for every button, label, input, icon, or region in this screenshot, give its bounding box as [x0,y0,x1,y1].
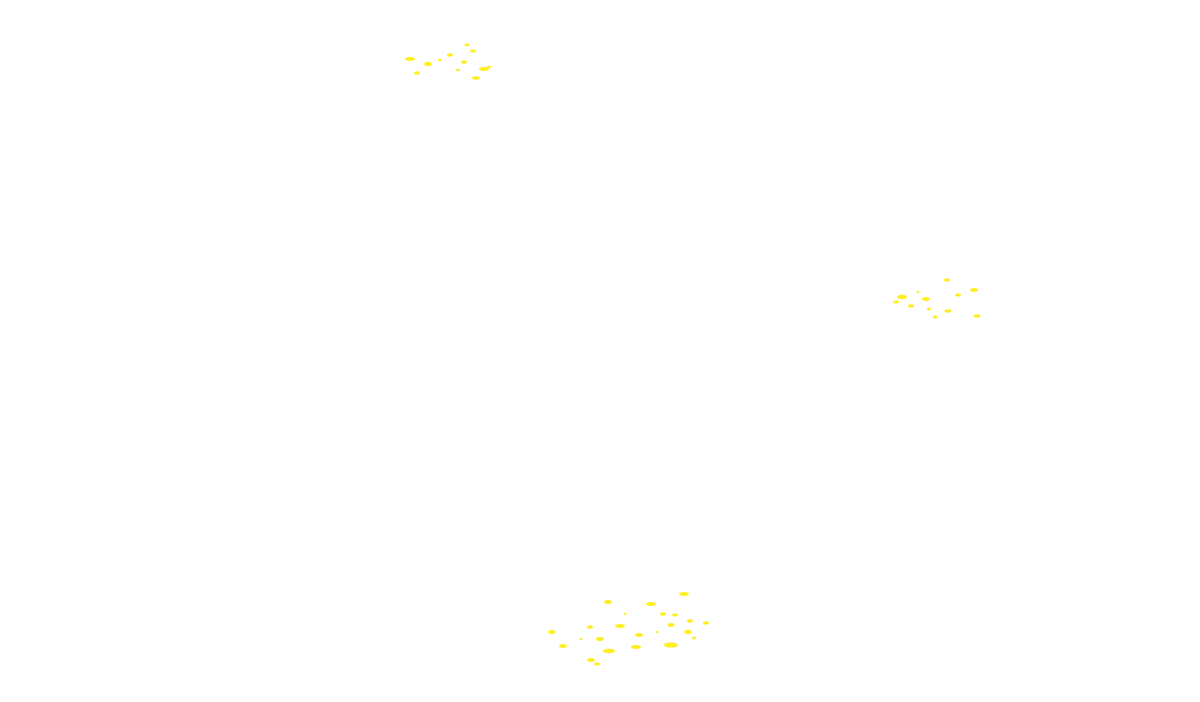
fleck-cluster-bottom [548,592,709,666]
fleck [464,43,470,47]
fleck [955,293,961,297]
fleck [405,57,415,61]
fleck [916,291,920,293]
fleck [594,662,600,666]
fleck [603,648,615,654]
fleck [479,67,489,71]
fleck [623,613,627,615]
fleck [456,68,460,72]
fleck [461,60,467,64]
fleck [646,602,656,606]
fleck [470,49,476,53]
fleck [604,600,612,604]
fleck [672,613,678,617]
fleck [944,278,950,282]
fleck [970,288,978,292]
fleck [922,297,930,301]
fleck-cluster-top-left [405,43,491,80]
fleck [687,619,693,623]
fleck [660,612,666,616]
fleck [559,644,567,648]
fleck [447,53,453,57]
fleck [596,637,604,641]
fleck [487,65,491,69]
fleck [587,625,593,629]
fleck [414,71,420,75]
fleck [692,636,696,640]
fleck [438,58,442,62]
fleck [932,315,938,319]
fleck [655,631,659,633]
fleck [631,645,641,649]
fleck [615,624,625,628]
fleck [587,658,595,662]
fleck [667,623,675,627]
fleck [973,314,981,318]
fleck [944,309,952,313]
fleck [908,304,914,308]
fleck [927,307,931,311]
fleck [703,621,709,625]
fleck [893,300,899,304]
fleck [548,630,556,634]
fleck [897,294,907,300]
fleck [424,61,432,67]
fleck [472,76,480,80]
fleck [679,592,689,596]
fleck [635,633,643,637]
fleck [664,642,678,648]
fleck [684,629,692,635]
fleck [579,638,583,640]
fleck-cluster-right [893,278,981,319]
